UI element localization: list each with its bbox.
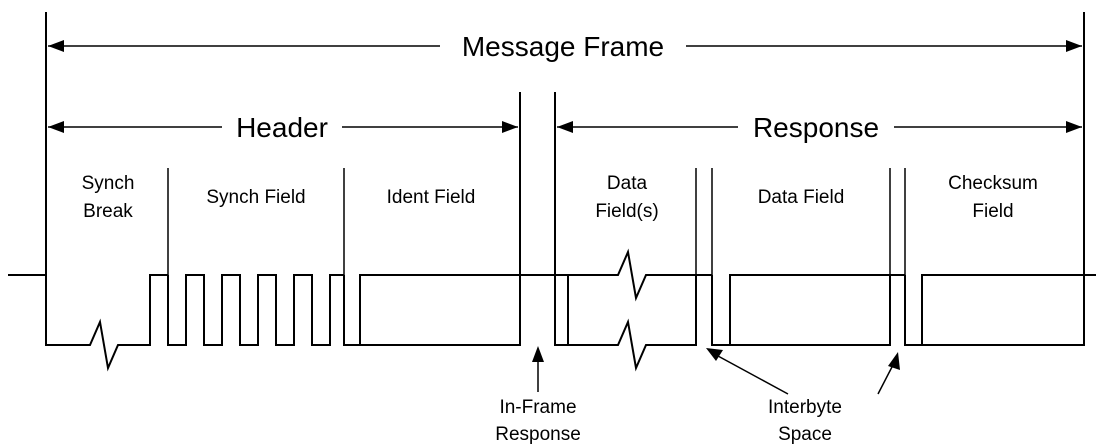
arrow-right-icon	[1066, 40, 1082, 52]
synch-break-label-line2: Break	[83, 201, 133, 222]
synch-field-label: Synch Field	[206, 187, 305, 208]
message-frame-span: Message Frame	[48, 31, 1082, 62]
data-field-label: Data Field	[758, 187, 845, 208]
header-span: Header	[48, 112, 518, 143]
arrow-icon	[888, 352, 900, 370]
arrow-right-icon	[502, 121, 518, 133]
field-labels: Synch Break Synch Field Ident Field Data…	[82, 173, 1038, 222]
data-fields-label-line2: Field(s)	[595, 201, 658, 222]
synch-break-label-line1: Synch	[82, 173, 135, 194]
arrow-icon	[706, 348, 723, 361]
in-frame-response-callout: In-Frame Response	[495, 346, 581, 445]
response-label: Response	[753, 112, 879, 143]
interbyte-space-label-line1: Interbyte	[768, 397, 842, 418]
arrow-left-icon	[48, 40, 64, 52]
waveform	[8, 248, 1096, 372]
interbyte-space-label-line2: Space	[778, 424, 832, 445]
message-frame-label: Message Frame	[462, 31, 664, 62]
data-fields-label-line1: Data	[607, 173, 648, 194]
in-frame-response-label-line2: Response	[495, 424, 581, 445]
arrow-left-icon	[557, 121, 573, 133]
arrow-up-icon	[532, 346, 544, 362]
header-label: Header	[236, 112, 328, 143]
boundary-lines	[45, 12, 1085, 275]
interbyte-space-callout: Interbyte Space	[706, 348, 900, 445]
arrow-left-icon	[48, 121, 64, 133]
checksum-field-label-line2: Field	[972, 201, 1013, 222]
arrow-right-icon	[1066, 121, 1082, 133]
response-span: Response	[557, 112, 1082, 143]
ident-field-label: Ident Field	[387, 187, 476, 208]
checksum-field-label-line1: Checksum	[948, 173, 1038, 194]
in-frame-response-label-line1: In-Frame	[499, 397, 576, 418]
